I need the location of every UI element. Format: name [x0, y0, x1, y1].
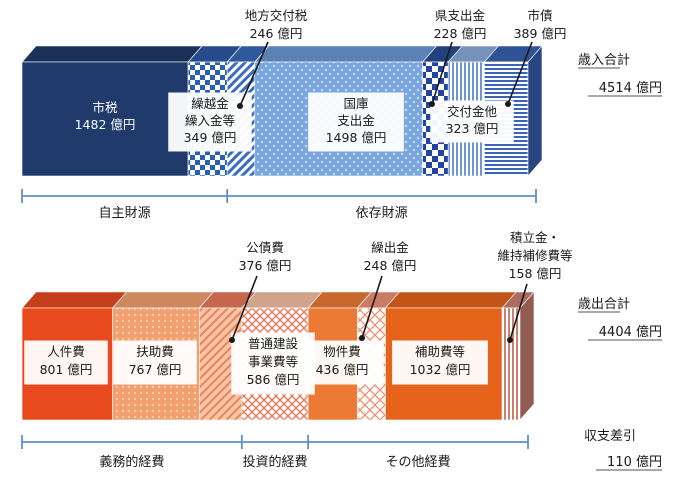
expenditure-segment-label: 物件費 436 億円 — [300, 340, 384, 385]
svg-text:扶助費: 扶助費 — [136, 344, 174, 359]
svg-text:地方交付税: 地方交付税 — [245, 8, 308, 23]
svg-text:436 億円: 436 億円 — [316, 362, 369, 377]
expenditure-callout-label: 積立金・維持補修費等 158 億円 — [497, 230, 572, 281]
svg-text:4514 億円: 4514 億円 — [599, 80, 662, 96]
svg-text:義務的経費: 義務的経費 — [99, 454, 164, 470]
leader-line — [431, 41, 453, 105]
revenue-total-value: 4514 億円 — [599, 80, 662, 96]
expenditure-segment-label: 扶助費 767 億円 — [113, 340, 197, 385]
svg-text:376 億円: 376 億円 — [239, 258, 292, 273]
svg-text:248 億円: 248 億円 — [364, 258, 417, 273]
svg-text:交付金他: 交付金他 — [447, 104, 498, 119]
svg-text:依存財源: 依存財源 — [356, 206, 408, 221]
leader-dot — [237, 103, 243, 109]
svg-text:389 億円: 389 億円 — [514, 26, 567, 41]
expenditure-callout-label: 公債費 376 億円 — [239, 240, 292, 273]
revenue-segment-label: 市税 1482 億円 — [75, 100, 136, 132]
svg-text:市税: 市税 — [92, 100, 118, 115]
svg-text:歳入合計: 歳入合計 — [578, 52, 630, 68]
svg-text:その他経費: その他経費 — [386, 455, 451, 470]
svg-text:1032 億円: 1032 億円 — [410, 362, 471, 377]
revenue-callout-label: 県支出金 228 億円 — [434, 8, 487, 41]
leader-dot — [229, 337, 235, 343]
svg-text:繰越金: 繰越金 — [191, 96, 229, 111]
expenditure-callout-label: 繰出金 248 億円 — [364, 240, 417, 273]
svg-text:支出金: 支出金 — [337, 113, 375, 128]
svg-text:歳出合計: 歳出合計 — [578, 296, 630, 312]
svg-text:801 億円: 801 億円 — [40, 362, 93, 377]
revenue-group-label: 自主財源 — [99, 206, 151, 221]
expenditure-bar — [501, 291, 535, 421]
revenue-bar — [21, 45, 203, 177]
svg-text:維持補修費等: 維持補修費等 — [497, 248, 572, 263]
svg-text:110 億円: 110 億円 — [607, 454, 662, 470]
leader-dot — [507, 337, 513, 343]
svg-text:323 億円: 323 億円 — [446, 121, 499, 136]
svg-text:県支出金: 県支出金 — [435, 8, 486, 23]
svg-text:246 億円: 246 億円 — [250, 26, 303, 41]
expenditure-group-label: 投資的経費 — [242, 454, 307, 470]
svg-text:補助費等: 補助費等 — [415, 344, 465, 359]
svg-text:1498 億円: 1498 億円 — [326, 130, 387, 145]
expenditure-segment-label: 補助費等 1032 億円 — [392, 340, 488, 385]
svg-text:1482 億円: 1482 億円 — [75, 117, 136, 132]
expenditure-segment-label: 人件費 801 億円 — [24, 340, 108, 385]
svg-text:158 億円: 158 億円 — [509, 266, 562, 281]
svg-text:公債費: 公債費 — [246, 240, 284, 255]
svg-text:国庫: 国庫 — [343, 96, 368, 111]
svg-text:収支差引: 収支差引 — [584, 429, 636, 444]
svg-text:586 億円: 586 億円 — [247, 372, 300, 387]
svg-text:投資的経費: 投資的経費 — [242, 454, 307, 470]
leader-line — [509, 283, 528, 341]
revenue-callout-label: 地方交付税 246 億円 — [245, 8, 308, 41]
leader-dot — [429, 101, 435, 107]
revenue-group-label: 依存財源 — [356, 206, 408, 221]
expenditure-total-value: 4404 億円 — [599, 324, 662, 340]
svg-text:4404 億円: 4404 億円 — [599, 324, 662, 340]
svg-text:繰出金: 繰出金 — [371, 240, 409, 255]
svg-text:228 億円: 228 億円 — [434, 26, 487, 41]
expenditure-total-title: 歳出合計 — [578, 296, 630, 312]
leader-line — [507, 41, 533, 105]
svg-text:事業費等: 事業費等 — [248, 354, 298, 369]
expenditure-group-label: その他経費 — [386, 455, 451, 470]
svg-text:普通建設: 普通建設 — [248, 336, 299, 351]
revenue-segment-label: 交付金他 323 億円 — [430, 100, 514, 143]
svg-text:767 億円: 767 億円 — [129, 362, 182, 377]
revenue-callout-label: 市債 389 億円 — [514, 8, 567, 41]
leader-line — [361, 275, 383, 339]
balance-value: 110 億円 — [607, 454, 662, 470]
svg-text:自主財源: 自主財源 — [99, 206, 151, 221]
balance-title: 収支差引 — [584, 429, 636, 444]
svg-text:積立金・: 積立金・ — [510, 230, 560, 245]
svg-text:349 億円: 349 億円 — [184, 130, 237, 145]
leader-dot — [359, 335, 365, 341]
svg-text:市債: 市債 — [527, 8, 552, 23]
leader-line — [239, 41, 269, 107]
revenue-total-title: 歳入合計 — [578, 52, 630, 68]
svg-text:繰入金等: 繰入金等 — [185, 113, 235, 128]
svg-text:人件費: 人件費 — [47, 344, 85, 359]
leader-dot — [505, 101, 511, 107]
leader-line — [231, 275, 258, 341]
svg-text:物件費: 物件費 — [323, 344, 361, 359]
expenditure-group-label: 義務的経費 — [99, 454, 164, 470]
